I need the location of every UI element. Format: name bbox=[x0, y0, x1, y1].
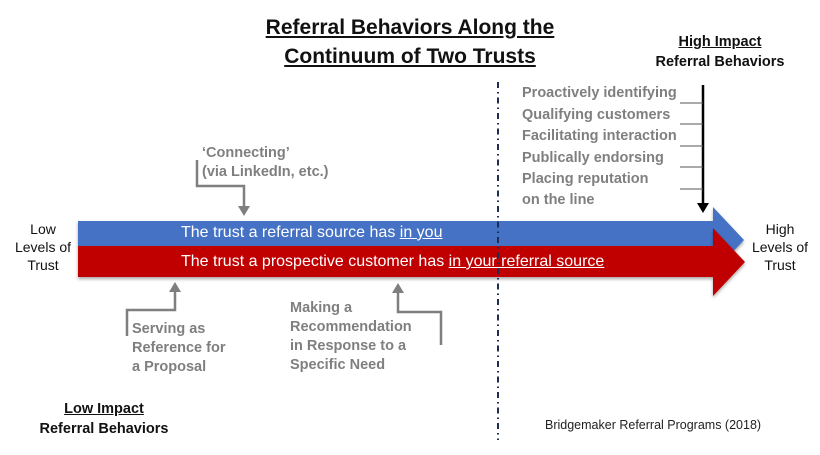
high-impact-item: Qualifying customers bbox=[522, 106, 671, 123]
high-impact-item: Proactively identifying bbox=[522, 85, 677, 101]
connecting-callout-arrowhead bbox=[238, 206, 250, 216]
red-trust-arrow bbox=[78, 228, 745, 296]
recommendation-callout-arrowhead bbox=[392, 283, 404, 293]
high-trust-label-line: Levels of bbox=[751, 239, 809, 255]
high-trust-label-line: Trust bbox=[764, 257, 796, 273]
blue-bar-text-underlined: in you bbox=[399, 224, 443, 241]
high-impact-item: Facilitating interaction bbox=[522, 128, 677, 144]
recommendation-callout-connector bbox=[396, 291, 443, 345]
low-trust-label-line: Levels of bbox=[14, 239, 72, 255]
red-bar-text-main: The trust a prospective customer has bbox=[181, 253, 449, 270]
low-impact-heading-line1: Low Impact bbox=[64, 401, 144, 417]
high-impact-item: on the line bbox=[522, 191, 595, 208]
high-trust-label: High Levels of Trust bbox=[745, 220, 815, 274]
high-impact-item: Publically endorsing bbox=[522, 149, 664, 166]
high-impact-heading: High Impact Referral Behaviors bbox=[630, 32, 810, 72]
reference-callout-text: Serving as Reference for a Proposal bbox=[132, 321, 226, 375]
low-trust-label-line: Low bbox=[30, 221, 56, 237]
high-impact-arrowhead bbox=[697, 203, 709, 213]
red-bar-text: The trust a prospective customer has in … bbox=[181, 252, 604, 272]
title-line-2: Continuum of Two Trusts bbox=[284, 45, 536, 68]
low-trust-label-line: Trust bbox=[27, 257, 59, 273]
high-trust-label-line: High bbox=[765, 221, 795, 237]
connecting-callout-connector bbox=[195, 160, 246, 208]
low-impact-heading-line2: Referral Behaviors bbox=[39, 421, 169, 437]
low-trust-label: Low Levels of Trust bbox=[8, 220, 78, 274]
reference-callout-arrowhead bbox=[169, 282, 181, 292]
high-impact-list: Proactively identifying Qualifying custo… bbox=[522, 83, 677, 211]
blue-trust-arrow bbox=[78, 207, 744, 273]
high-impact-heading-line2: Referral Behaviors bbox=[655, 54, 785, 70]
low-impact-heading: Low Impact Referral Behaviors bbox=[18, 399, 190, 439]
recommendation-callout-text: Making a Recommendation in Response to a… bbox=[290, 300, 412, 373]
title-line-1: Referral Behaviors Along the bbox=[265, 16, 555, 39]
red-bar-text-underlined: in your referral source bbox=[448, 253, 605, 270]
blue-bar-text: The trust a referral source has in you bbox=[181, 223, 442, 243]
high-impact-item: Placing reputation bbox=[522, 171, 649, 187]
blue-bar-text-main: The trust a referral source has bbox=[181, 224, 400, 241]
reference-callout-connector bbox=[125, 290, 177, 336]
high-impact-heading-line1: High Impact bbox=[678, 34, 762, 50]
connecting-callout-text: ‘Connecting’ (via LinkedIn, etc.) bbox=[202, 145, 329, 180]
credit-text: Bridgemaker Referral Programs (2018) bbox=[545, 418, 762, 432]
